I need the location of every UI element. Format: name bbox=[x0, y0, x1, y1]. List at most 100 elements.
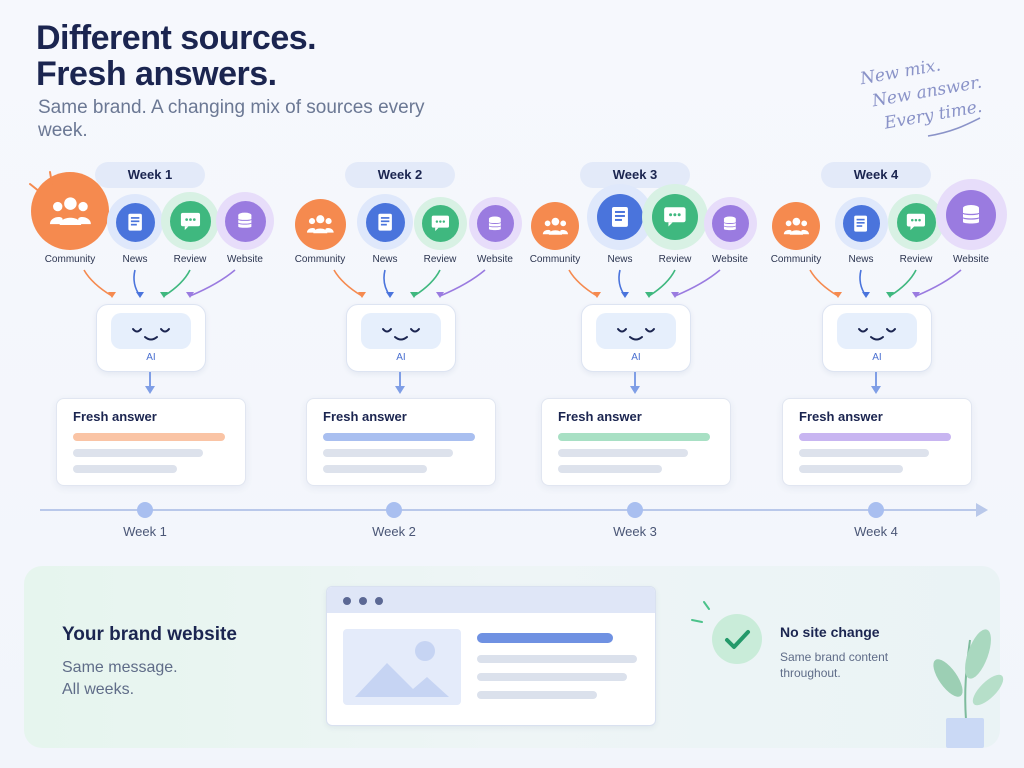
website-mockup bbox=[326, 586, 656, 726]
week-pill-4: Week 4 bbox=[821, 162, 931, 188]
ai-face-icon bbox=[361, 313, 441, 349]
ai-node: AI bbox=[346, 304, 456, 372]
answer-line bbox=[323, 465, 427, 473]
timeline bbox=[40, 502, 988, 518]
community-icon bbox=[31, 172, 109, 250]
sparkle-icon bbox=[691, 601, 710, 623]
browser-dot bbox=[359, 597, 367, 605]
website-icon bbox=[935, 179, 1007, 250]
arrow-community bbox=[83, 269, 113, 297]
ai-node: AI bbox=[96, 304, 206, 372]
down-arrow-icon bbox=[395, 372, 405, 394]
arrow-website bbox=[674, 269, 721, 297]
answer-line bbox=[558, 465, 662, 473]
arrow-head-icon bbox=[136, 292, 144, 298]
arrow-head-icon bbox=[834, 292, 842, 298]
ai-label: AI bbox=[872, 352, 882, 363]
timeline-label-week-3: Week 3 bbox=[613, 524, 657, 539]
title-line-1: Different sources. bbox=[36, 19, 317, 57]
source-label-review: Review bbox=[899, 254, 933, 265]
arrow-review bbox=[648, 269, 676, 297]
source-label-news: News bbox=[122, 254, 148, 265]
content-line bbox=[477, 655, 637, 663]
timeline-label-week-1: Week 1 bbox=[123, 524, 167, 539]
brand-panel-description: Same message. All weeks. bbox=[62, 657, 262, 701]
source-label-website: Website bbox=[227, 254, 263, 265]
source-label-community: Community bbox=[529, 254, 581, 265]
arrow-head-icon bbox=[436, 292, 444, 298]
source-label-community: Community bbox=[770, 254, 822, 265]
source-label-community: Community bbox=[44, 254, 96, 265]
arrow-review bbox=[163, 269, 191, 297]
source-label-review: Review bbox=[658, 254, 692, 265]
timeline-dot bbox=[627, 502, 643, 518]
arrow-community bbox=[809, 269, 839, 297]
content-line bbox=[477, 673, 627, 681]
answer-card: Fresh answer bbox=[306, 398, 496, 486]
answer-line bbox=[799, 449, 929, 457]
source-label-website: Website bbox=[712, 254, 748, 265]
sparkle-icon bbox=[29, 171, 53, 193]
down-arrow-icon bbox=[630, 372, 640, 394]
brand-panel-line-1: Same message. bbox=[62, 659, 178, 676]
page-title: Different sources. Fresh answers. bbox=[36, 19, 317, 92]
arrow-head-icon bbox=[645, 292, 653, 298]
ai-node: AI bbox=[581, 304, 691, 372]
timeline-arrow-icon bbox=[976, 503, 988, 517]
review-icon bbox=[413, 197, 467, 250]
arrow-head-icon bbox=[160, 292, 168, 298]
source-arrows bbox=[809, 269, 962, 298]
ai-face-icon bbox=[837, 313, 917, 349]
answer-card: Fresh answer bbox=[782, 398, 972, 486]
answer-accent-bar bbox=[558, 433, 710, 441]
arrow-head-icon bbox=[410, 292, 418, 298]
timeline-dot bbox=[137, 502, 153, 518]
source-arrows bbox=[568, 269, 721, 298]
timeline-dot bbox=[868, 502, 884, 518]
arrow-head-icon bbox=[862, 292, 870, 298]
answer-title: Fresh answer bbox=[73, 409, 157, 424]
arrow-review bbox=[413, 269, 441, 297]
brand-panel-title: Your brand website bbox=[62, 624, 237, 645]
down-arrow-icon bbox=[145, 372, 155, 394]
source-arrows bbox=[83, 269, 236, 298]
arrow-head-icon bbox=[186, 292, 194, 298]
arrow-community bbox=[568, 269, 598, 297]
status-description: Same brand content throughout. bbox=[780, 650, 889, 680]
ai-label: AI bbox=[146, 352, 156, 363]
arrow-head-icon bbox=[593, 292, 601, 298]
answer-accent-bar bbox=[323, 433, 475, 441]
source-label-review: Review bbox=[173, 254, 207, 265]
timeline-label-week-4: Week 4 bbox=[854, 524, 898, 539]
plant-icon bbox=[933, 629, 1004, 748]
browser-dot bbox=[375, 597, 383, 605]
browser-dot bbox=[343, 597, 351, 605]
note-underline bbox=[927, 117, 981, 137]
answer-card: Fresh answer bbox=[56, 398, 246, 486]
content-heading-bar bbox=[477, 633, 613, 643]
source-label-review: Review bbox=[423, 254, 457, 265]
source-label-news: News bbox=[848, 254, 874, 265]
answer-line bbox=[799, 465, 903, 473]
answer-title: Fresh answer bbox=[323, 409, 407, 424]
arrow-head-icon bbox=[108, 292, 116, 298]
ai-face-icon bbox=[111, 313, 191, 349]
source-label-website: Website bbox=[477, 254, 513, 265]
arrow-website bbox=[439, 269, 486, 297]
arrow-website bbox=[189, 269, 236, 297]
arrow-community bbox=[333, 269, 363, 297]
website-icon bbox=[468, 197, 522, 250]
timeline-dot bbox=[386, 502, 402, 518]
page-subtitle: Same brand. A changing mix of sources ev… bbox=[38, 97, 425, 141]
source-label-news: News bbox=[607, 254, 633, 265]
news-icon bbox=[357, 194, 413, 250]
week-pill-3: Week 3 bbox=[580, 162, 690, 188]
source-label-community: Community bbox=[294, 254, 346, 265]
week-pill-1: Week 1 bbox=[95, 162, 205, 188]
week-pill-2: Week 2 bbox=[345, 162, 455, 188]
timeline-label-week-2: Week 2 bbox=[372, 524, 416, 539]
website-icon bbox=[216, 192, 274, 250]
review-icon bbox=[642, 184, 708, 250]
down-arrow-icon bbox=[871, 372, 881, 394]
arrow-head-icon bbox=[386, 292, 394, 298]
